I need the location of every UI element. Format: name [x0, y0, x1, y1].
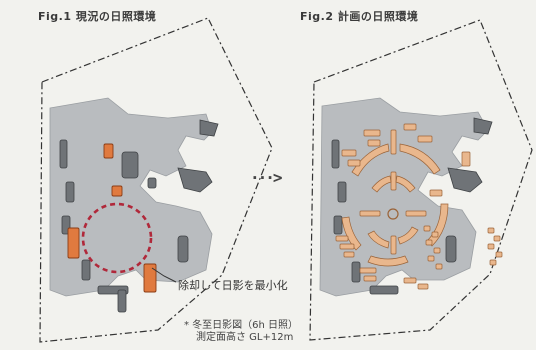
fig2-title: Fig.2 計画の日照環境: [300, 10, 419, 23]
fig1-callout-leader: [151, 267, 177, 283]
fig1-site-boundary: [39, 17, 273, 343]
fig2-site-boundary: [309, 19, 533, 341]
fig1-shadow-area: [49, 97, 213, 297]
callout-text: 除却して日影を最小化: [178, 279, 288, 292]
fig1-title: Fig.1 現況の日照環境: [38, 10, 157, 23]
fig1-highlight-circle: [81, 202, 153, 274]
footnote-line-2: 測定面高さ GL+12m: [196, 332, 294, 343]
transition-arrow: ···>: [250, 168, 283, 187]
fig2-existing-buildings: [331, 117, 493, 295]
fig2-planned-buildings: [335, 123, 503, 290]
fig2-plan: [309, 19, 533, 341]
footnote: * 冬至日影図（6h 日照） 測定面高さ GL+12m: [184, 320, 298, 344]
fig1-plan: [39, 17, 273, 343]
footnote-line-1: * 冬至日影図（6h 日照）: [184, 320, 299, 331]
fig1-removed-buildings: [67, 143, 157, 293]
